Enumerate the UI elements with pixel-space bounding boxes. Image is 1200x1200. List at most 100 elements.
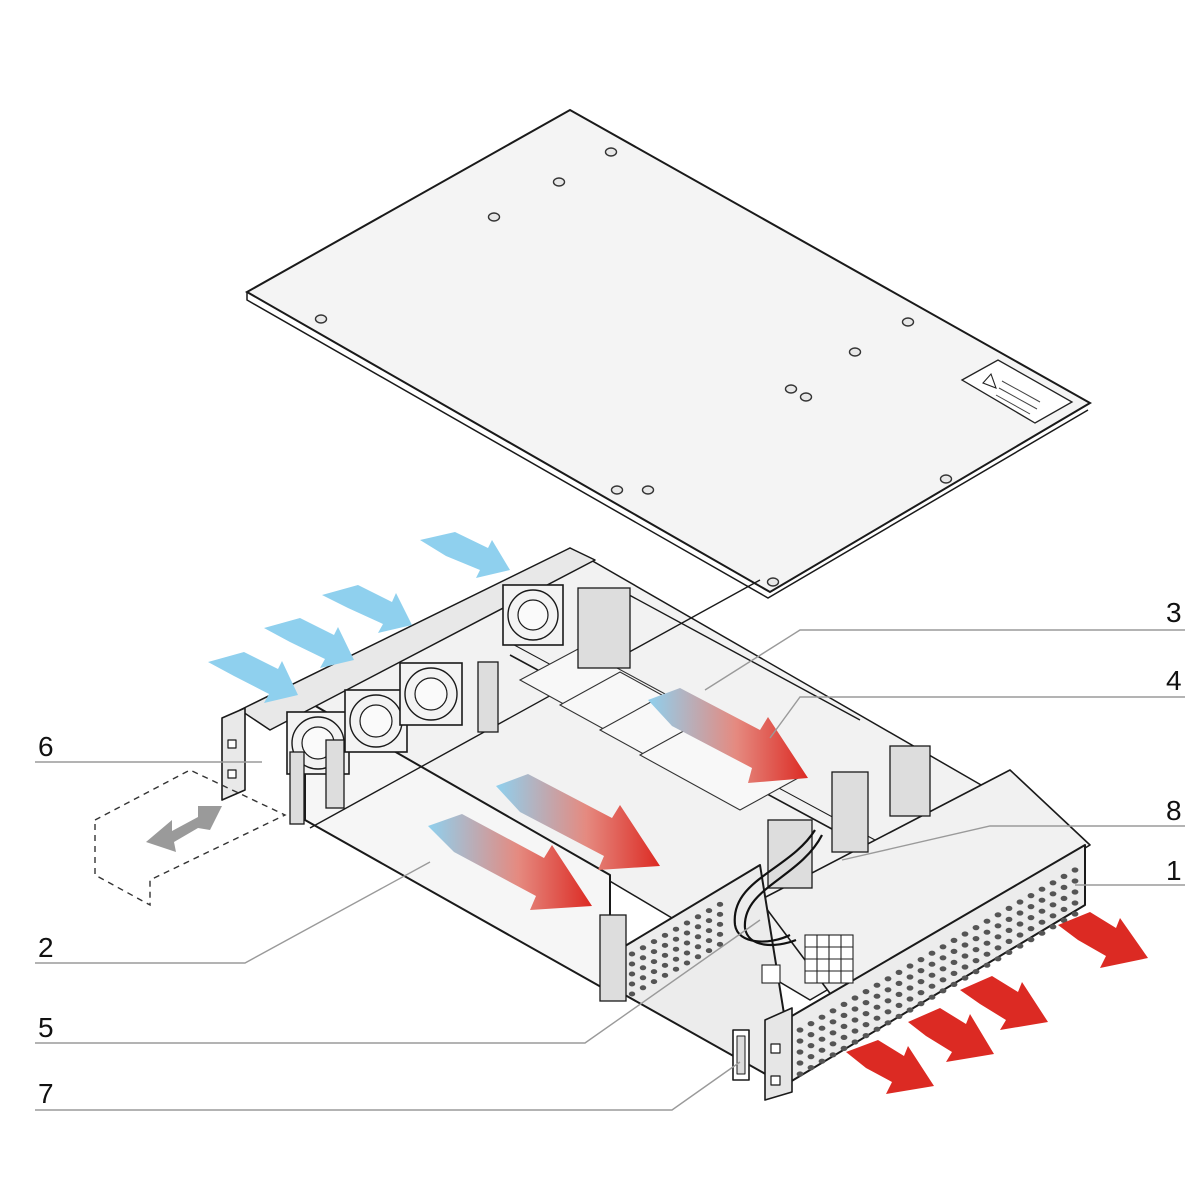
vent-hole [807,1054,815,1060]
internal-airflow-gradient-arrow [648,688,808,783]
vent-hole [851,1006,859,1012]
vent-hole [994,923,1002,929]
vent-hole [796,1027,804,1033]
vent-hole [672,936,680,942]
ear-hole [227,769,237,779]
vent-hole [639,965,647,971]
intake-airflow-arrow [420,532,510,578]
callout-5: 5 [38,1012,54,1043]
vent-hole [1071,911,1079,917]
vent-hole [1005,938,1013,945]
exhaust-airflow-arrow [960,976,1048,1030]
fan-unit [502,584,564,646]
vent-hole [939,977,947,983]
vent-hole [694,934,702,940]
vent-hole [807,1032,815,1038]
vent-hole [851,1028,859,1034]
leader-line-3 [704,629,1185,691]
vent-hole [796,1071,804,1077]
vent-hole [716,901,724,907]
vent-hole [807,1065,815,1071]
internal-airflow-gradient-arrow [496,774,660,870]
vent-hole [1038,886,1046,892]
vent-hole [884,976,892,982]
vent-hole [705,938,713,944]
leader-line-4 [769,696,1185,739]
vent-hole [639,975,647,981]
vent-hole [983,962,991,968]
vent-hole [840,1023,848,1029]
vent-hole [796,1038,804,1044]
vent-hole [672,946,680,952]
vent-hole [939,988,947,994]
vent-hole [628,951,636,957]
vent-hole [994,956,1002,962]
vent-hole [895,991,903,998]
vent-hole [650,969,658,975]
vent-hole [807,1021,815,1027]
vent-hole [851,1017,859,1023]
vent-hole [1016,910,1024,916]
wiring-harness [733,829,823,946]
vent-hole [972,947,980,953]
module-blocks [518,647,802,811]
internal-airflow-arrows [428,688,808,910]
vent-hole [840,1045,848,1051]
vent-hole [683,940,691,946]
intake-airflow-arrow [322,585,412,633]
vent-hole [884,1020,892,1026]
vent-hole [906,985,914,991]
vent-hole [906,1007,914,1013]
callout-1: 1 [1166,855,1182,886]
leader-line-2 [35,861,431,964]
vent-hole [1016,932,1024,938]
vent-hole [1060,884,1068,891]
vent-hole [928,983,936,989]
vent-hole [1038,930,1046,936]
front-mounting-ear [764,1007,793,1101]
vent-hole [950,959,958,966]
vent-hole [1027,915,1035,921]
vent-hole [939,955,947,961]
vent-hole [1005,927,1013,934]
vent-hole [895,969,903,976]
vent-hole [851,995,859,1001]
vent-hole [628,961,636,967]
card-guides [289,587,931,1002]
vent-hole [1071,889,1079,895]
vent-hole [639,945,647,951]
vent-hole [873,993,881,999]
vent-hole [1038,919,1046,925]
internal-airflow-gradient-arrow [428,814,592,910]
vent-hole [983,951,991,957]
vent-hole [950,937,958,944]
vent-hole [1027,904,1035,910]
vent-hole [1049,913,1057,919]
vent-hole [840,1001,848,1008]
vent-hole [628,981,636,987]
leader-line-8 [841,825,1185,861]
callout-4: 4 [1166,665,1182,696]
vent-hole [917,990,925,996]
vent-hole [705,908,713,914]
vent-hole [1060,917,1068,924]
vent-hole [906,963,914,969]
callout-3: 3 [1166,597,1182,628]
vent-hole [1016,943,1024,949]
internal-rail [309,579,761,829]
vent-hole [961,931,969,937]
vent-hole [1071,867,1079,873]
vent-hole [796,1049,804,1055]
exhaust-airflow-arrow [1058,912,1148,968]
vent-hole [961,975,969,981]
vent-hole [840,1012,848,1019]
leader-lines [35,629,1185,1111]
vent-hole [1060,873,1068,880]
vent-hole [906,974,914,980]
vent-hole [1038,908,1046,914]
vent-hole [961,953,969,959]
fan-unit [399,662,463,726]
vent-hole [639,985,647,991]
vent-hole [873,1015,881,1021]
callout-7: 7 [38,1078,54,1109]
